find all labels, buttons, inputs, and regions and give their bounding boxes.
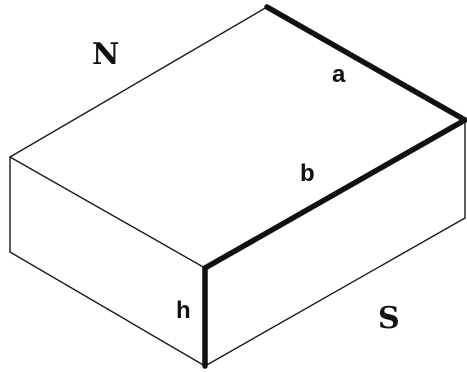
edge-b <box>202 117 467 271</box>
edge-b-label: b <box>300 160 315 187</box>
bottom-front-left-edge <box>9 251 206 367</box>
edge-a <box>264 4 467 123</box>
south-pole-label: S <box>378 301 400 336</box>
top-face-back-left-edge <box>9 6 268 158</box>
top-face-front-left-edge <box>9 156 206 269</box>
bottom-front-right-edge <box>204 217 466 367</box>
edge-h-label: h <box>176 297 191 324</box>
edge-a-label: a <box>332 61 346 88</box>
north-pole-label: N <box>92 37 119 72</box>
